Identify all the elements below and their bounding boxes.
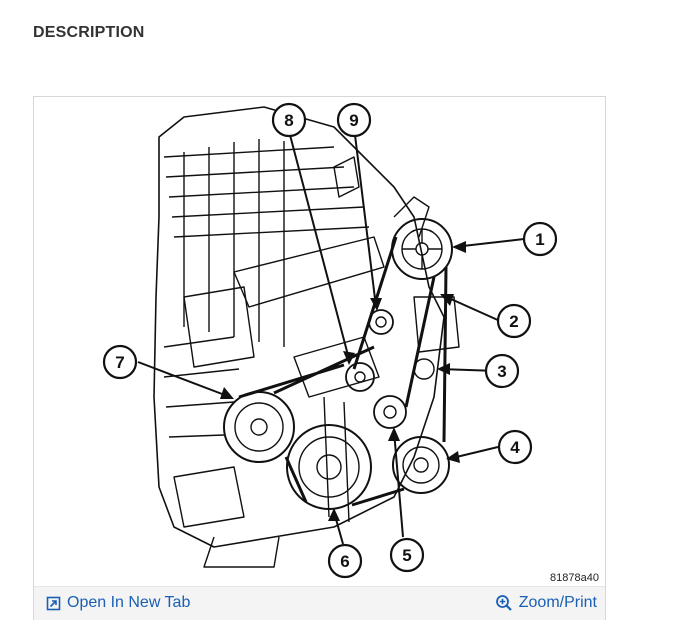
figure-card: 1 2 3 4 5 6 7 8 9 81878a40 Open In New T… — [33, 96, 606, 620]
callout-5 — [389, 537, 425, 573]
figure-id: 81878a40 — [550, 572, 599, 584]
callout-6 — [327, 543, 363, 579]
open-in-new-tab-link[interactable]: Open In New Tab — [46, 594, 190, 612]
callout-label-8: 8 — [284, 111, 293, 130]
callout-label-2: 2 — [509, 312, 518, 331]
section-heading: DESCRIPTION — [33, 24, 145, 41]
callout-label-5: 5 — [402, 546, 411, 565]
open-in-new-tab-icon — [46, 596, 61, 611]
zoom-in-icon — [495, 594, 513, 612]
callout-1 — [522, 221, 558, 257]
callout-label-7: 7 — [115, 353, 124, 372]
callout-label-4: 4 — [510, 438, 520, 457]
open-in-new-tab-label: Open In New Tab — [67, 594, 191, 611]
zoom-print-link[interactable]: Zoom/Print — [495, 594, 597, 612]
figure-footer: Open In New Tab Zoom/Print — [34, 586, 605, 620]
callout-label-3: 3 — [497, 362, 506, 381]
callout-7 — [102, 344, 138, 380]
callout-8 — [271, 102, 307, 138]
callout-label-6: 6 — [340, 552, 349, 571]
zoom-print-label: Zoom/Print — [518, 594, 597, 611]
callout-4 — [497, 429, 533, 465]
callout-9 — [336, 102, 372, 138]
callout-2 — [496, 303, 532, 339]
callout-3 — [484, 353, 520, 389]
callout-label-1: 1 — [535, 230, 544, 249]
callout-label-9: 9 — [349, 111, 358, 130]
engine-belt-diagram[interactable]: 1 2 3 4 5 6 7 8 9 — [34, 97, 605, 587]
